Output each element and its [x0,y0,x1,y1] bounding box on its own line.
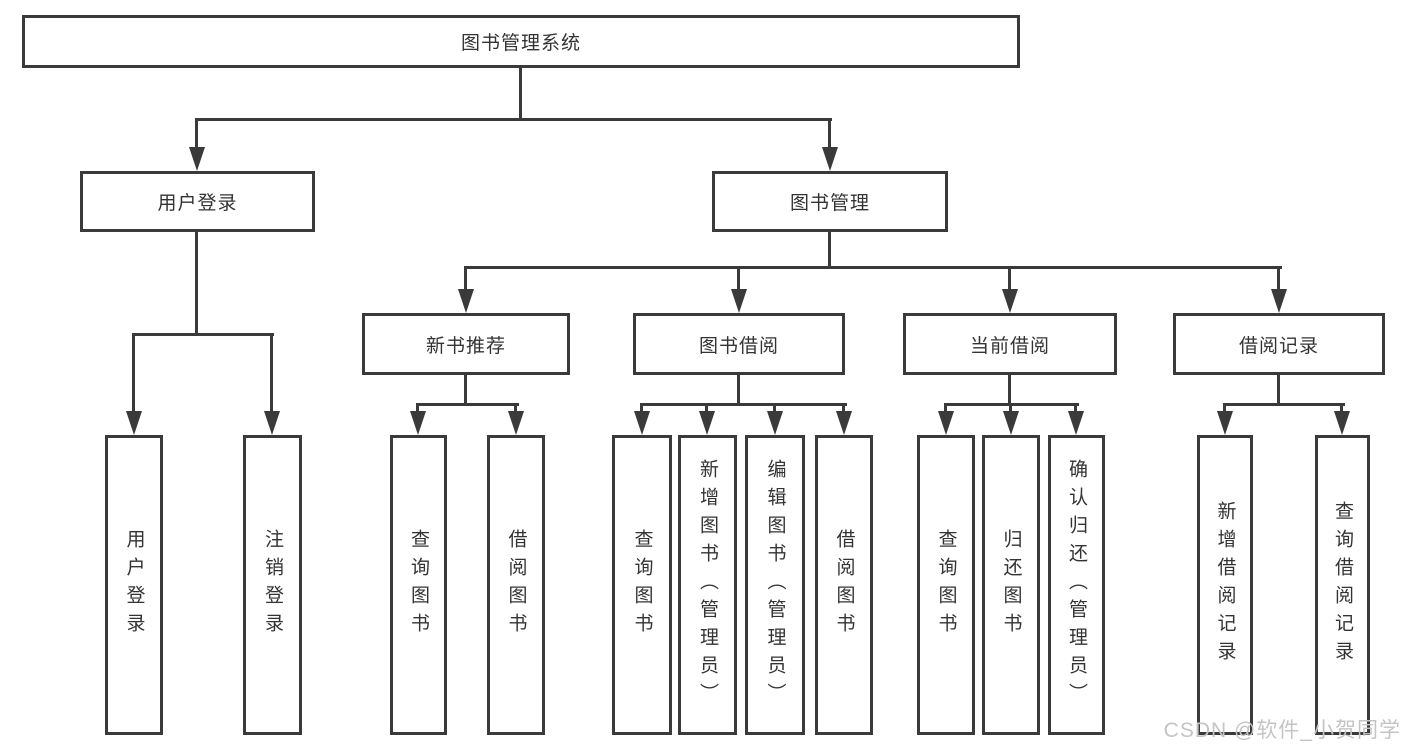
leaf-logout: 注销登录 [243,435,302,735]
connector-line [270,333,273,413]
arrow-down-icon [458,289,474,313]
node-root: 图书管理系统 [22,15,1020,68]
connector-line [944,403,947,413]
arrow-down-icon [508,411,524,435]
node-user-login-label: 用户登录 [157,193,238,214]
connector-line [132,333,274,336]
leaf-rec-query-book-label: 查询图书 [408,529,429,641]
connector-line [737,266,740,292]
arrow-down-icon [264,411,280,435]
leaf-logout-label: 注销登录 [262,529,283,641]
node-book-management-label: 图书管理 [789,193,870,214]
arrow-down-icon [699,411,715,435]
leaf-bor-borrow-book: 借阅图书 [815,435,873,735]
leaf-rec-borrow-book-label: 借阅图书 [505,529,527,641]
arrow-down-icon [938,411,954,435]
connector-line [416,403,519,406]
connector-line [464,266,467,292]
leaf-cur-return-book: 归还图书 [982,435,1040,735]
arrow-down-icon [634,411,650,435]
arrow-down-icon [1002,289,1018,313]
connector-line [737,375,740,406]
arrow-down-icon [836,411,852,435]
connector-line [464,375,467,406]
arrow-down-icon [410,411,426,435]
node-new-book-recommend: 新书推荐 [362,313,570,375]
leaf-cur-confirm-return-admin-label: 确认归还（管理员） [1066,459,1087,711]
leaf-bor-edit-book-admin: 编辑图书（管理员） [745,435,805,735]
arrow-down-icon [767,411,783,435]
connector-line [195,118,832,121]
node-borrow-record-label: 借阅记录 [1238,335,1319,357]
connector-line [1074,403,1077,413]
connector-line [1009,403,1012,413]
leaf-bor-query-book-label: 查询图书 [631,529,653,641]
connector-line [640,403,643,413]
leaf-rec-query-book: 查询图书 [390,435,447,735]
connector-line [828,232,831,268]
leaf-bor-add-book-admin: 新增图书（管理员） [678,435,737,735]
connector-line [1008,375,1011,406]
connector-line [132,333,135,413]
connector-line [705,403,708,413]
leaf-cur-return-book-label: 归还图书 [1000,529,1022,641]
connector-line [195,118,198,150]
leaf-user-login: 用户登录 [105,435,163,735]
leaf-rec-borrow-book: 借阅图书 [487,435,545,735]
connector-line [514,403,517,413]
arrow-down-icon [189,147,205,171]
connector-line [828,118,831,150]
arrow-down-icon [126,411,142,435]
node-book-borrow: 图书借阅 [633,313,845,375]
connector-line [1277,266,1280,292]
leaf-query-borrow-record-label: 查询借阅记录 [1332,501,1353,669]
connector-line [519,68,522,120]
node-book-management: 图书管理 [712,171,948,232]
node-current-borrow: 当前借阅 [903,313,1117,375]
node-user-login: 用户登录 [80,171,315,232]
node-book-borrow-label: 图书借阅 [698,335,779,357]
connector-line [1008,266,1011,292]
leaf-bor-query-book: 查询图书 [612,435,672,735]
connector-line [842,403,845,413]
node-new-book-recommend-label: 新书推荐 [425,335,506,357]
leaf-add-borrow-record-label: 新增借阅记录 [1214,501,1236,669]
leaf-bor-borrow-book-label: 借阅图书 [833,529,855,641]
connector-line [773,403,776,413]
leaf-bor-edit-book-admin-label: 编辑图书（管理员） [764,459,786,711]
connector-line [640,403,847,406]
arrow-down-icon [1217,411,1233,435]
connector-line [416,403,419,413]
arrow-down-icon [1334,411,1350,435]
leaf-cur-query-book: 查询图书 [917,435,975,735]
leaf-cur-query-book-label: 查询图书 [935,529,957,641]
node-borrow-record: 借阅记录 [1173,313,1385,375]
connector-line [1277,375,1280,406]
arrow-down-icon [822,147,838,171]
connector-line [464,266,1282,269]
arrow-down-icon [1271,289,1287,313]
connector-line [1340,403,1343,413]
node-root-label: 图书管理系统 [460,33,581,54]
leaf-add-borrow-record: 新增借阅记录 [1197,435,1253,735]
connector-line [1223,403,1345,406]
arrow-down-icon [731,289,747,313]
arrow-down-icon [1068,411,1084,435]
leaf-cur-confirm-return-admin: 确认归还（管理员） [1048,435,1105,735]
connector-line [1223,403,1226,413]
node-current-borrow-label: 当前借阅 [969,335,1050,357]
leaf-user-login-label: 用户登录 [123,529,145,641]
leaf-bor-add-book-admin-label: 新增图书（管理员） [697,459,718,711]
arrow-down-icon [1003,411,1019,435]
csdn-watermark: CSDN @软件_小贺同学 [1163,719,1401,742]
connector-line [195,232,198,335]
leaf-query-borrow-record: 查询借阅记录 [1315,435,1370,735]
